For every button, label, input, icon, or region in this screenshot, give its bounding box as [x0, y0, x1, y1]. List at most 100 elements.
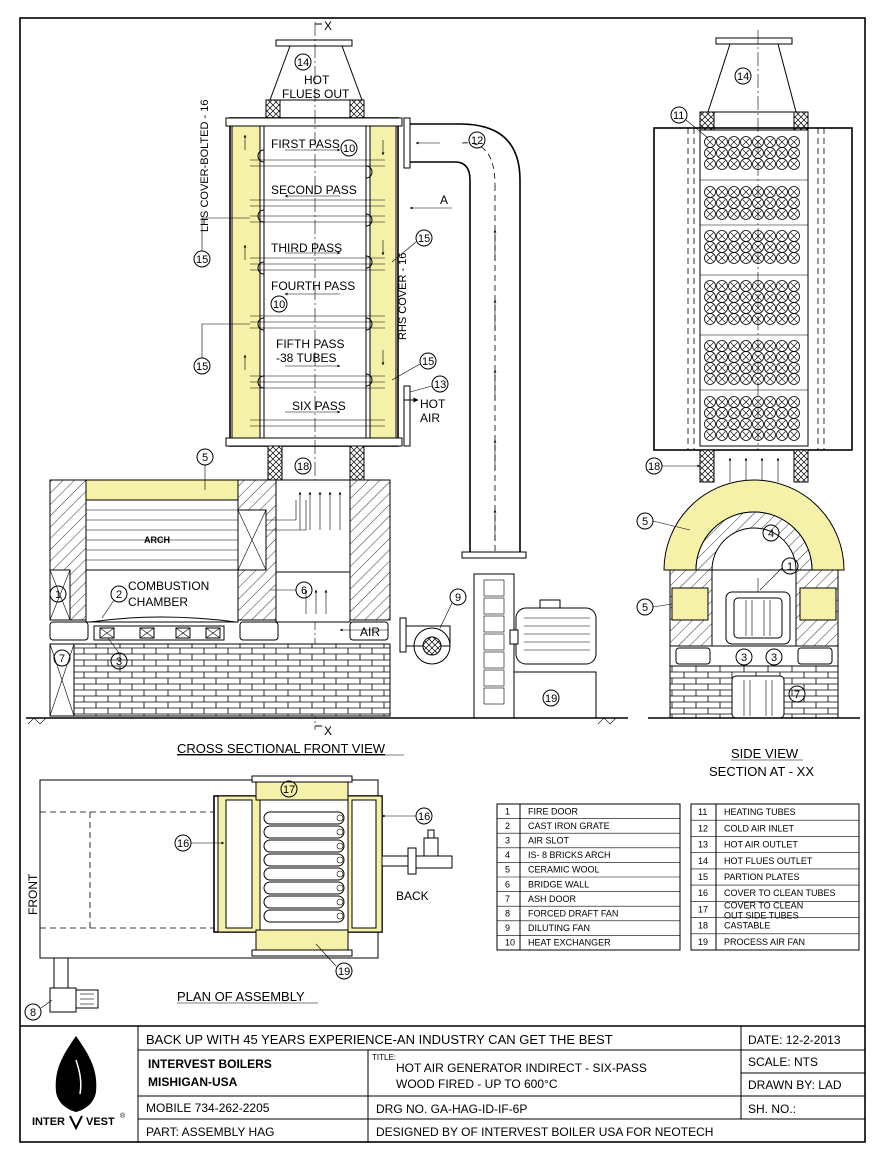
- callout-5-side-b-text: 5: [642, 602, 648, 614]
- heating-tube: [728, 158, 740, 170]
- parts-row-name-line2: OUT SIDE TUBES: [724, 910, 799, 920]
- heating-tube: [704, 252, 716, 264]
- parts-row-number: 6: [505, 879, 510, 889]
- heating-tube: [716, 291, 728, 303]
- heating-tube: [728, 280, 740, 292]
- heating-tube: [776, 280, 788, 292]
- side-view-title: SIDE VIEW: [731, 746, 799, 761]
- heating-tube: [704, 362, 716, 374]
- air-label: AIR: [360, 625, 380, 639]
- heating-tube: [788, 158, 800, 170]
- parts-row-number: 11: [698, 807, 707, 817]
- callout-8-text: 8: [30, 1007, 36, 1019]
- heating-tube: [776, 362, 788, 374]
- heating-tube: [776, 396, 788, 408]
- callout-5-front: 5: [196, 448, 214, 466]
- heating-tube: [704, 429, 716, 441]
- heating-tube: [788, 136, 800, 148]
- parts-row-name: COVER TO CLEAN: [724, 900, 803, 910]
- side-view-subtitle: SECTION AT - XX: [709, 764, 814, 779]
- callout-18-side: 18: [645, 457, 663, 475]
- heating-tube: [704, 407, 716, 419]
- callout-16-b: 16: [415, 807, 433, 825]
- parts-row-name: CERAMIC WOOL: [528, 865, 600, 875]
- callout-7-side: 7: [788, 685, 806, 703]
- heating-tube: [776, 136, 788, 148]
- callout-1-front: 1: [49, 585, 67, 603]
- callout-1-side-text: 1: [787, 561, 793, 573]
- parts-row-number: 5: [505, 865, 510, 875]
- heating-tube: [704, 340, 716, 352]
- heating-tube: [728, 362, 740, 374]
- drawing-title-1: HOT AIR GENERATOR INDIRECT - SIX-PASS: [396, 1061, 647, 1075]
- logo-text-vest: VEST: [86, 1116, 115, 1128]
- callout-19-front: 19: [542, 689, 560, 707]
- view-titles: CROSS SECTIONAL FRONT VIEW SIDE VIEW SEC…: [26, 741, 814, 1004]
- callout-17-text: 17: [283, 784, 295, 796]
- heating-tube: [788, 340, 800, 352]
- heating-tube: [704, 147, 716, 159]
- front-furnace: [26, 479, 628, 725]
- heating-tube: [764, 351, 776, 363]
- callout-1-side: 1: [781, 557, 799, 575]
- designed-by-text: DESIGNED BY OF INTERVEST BOILER USA FOR …: [376, 1125, 713, 1139]
- heating-tube: [740, 147, 752, 159]
- callout-6-text: 6: [301, 585, 307, 597]
- heating-tube: [776, 302, 788, 314]
- heating-tube: [716, 280, 728, 292]
- heating-tube: [716, 158, 728, 170]
- callout-14-front-text: 14: [297, 57, 309, 69]
- parts-row-name: FORCED DRAFT FAN: [528, 909, 618, 919]
- parts-row-name: HOT AIR OUTLET: [724, 840, 798, 850]
- callout-2-text: 2: [116, 589, 122, 601]
- heating-tube: [776, 373, 788, 385]
- heating-tube: [740, 407, 752, 419]
- heating-tube: [788, 407, 800, 419]
- heating-tube: [740, 291, 752, 303]
- heating-tube: [716, 351, 728, 363]
- callout-9: 9: [449, 588, 467, 606]
- heating-tube: [704, 230, 716, 242]
- heating-tube: [716, 396, 728, 408]
- heating-tube: [740, 197, 752, 209]
- parts-row-number: 8: [505, 909, 510, 919]
- heating-tube: [740, 241, 752, 253]
- heating-tube: [788, 291, 800, 303]
- heating-tube: [704, 158, 716, 170]
- parts-row-name: COVER TO CLEAN TUBES: [724, 888, 836, 898]
- heating-tube: [764, 186, 776, 198]
- callout-12-text: 12: [471, 135, 483, 147]
- logo-text-inter: INTER: [32, 1116, 65, 1128]
- heating-tube: [788, 362, 800, 374]
- heating-tube: [788, 429, 800, 441]
- callout-15-b-text: 15: [418, 233, 430, 245]
- heating-tube: [728, 351, 740, 363]
- fourth-pass-label: FOURTH PASS: [271, 279, 355, 293]
- parts-row-name: ASH DOOR: [528, 894, 577, 904]
- date-text: DATE: 12-2-2013: [748, 1033, 841, 1047]
- callout-15-c-text: 15: [196, 361, 208, 373]
- heating-tube: [776, 186, 788, 198]
- heating-tube: [776, 407, 788, 419]
- heating-tube: [740, 351, 752, 363]
- heating-tube: [740, 302, 752, 314]
- heating-tube: [764, 313, 776, 325]
- parts-row-name: CASTABLE: [724, 921, 770, 931]
- heating-tube: [728, 208, 740, 220]
- heating-tube: [728, 418, 740, 430]
- callout-4: 4: [762, 524, 780, 542]
- fifth-pass-tubes-label: -38 TUBES: [276, 351, 336, 365]
- parts-row-number: 4: [505, 850, 510, 860]
- heating-tube: [728, 340, 740, 352]
- heating-tube: [764, 252, 776, 264]
- heating-tube: [716, 313, 728, 325]
- company-name: INTERVEST BOILERS: [148, 1057, 272, 1071]
- callout-12: 12: [468, 131, 486, 149]
- callout-11: 11: [670, 106, 688, 124]
- callout-5-side-b: 5: [636, 598, 654, 616]
- callout-15-a: 15: [193, 250, 211, 268]
- parts-row-number: 10: [505, 938, 515, 948]
- slogan-text: BACK UP WITH 45 YEARS EXPERIENCE-AN INDU…: [146, 1032, 613, 1047]
- arch-label: ARCH: [144, 535, 170, 545]
- heating-tube: [704, 396, 716, 408]
